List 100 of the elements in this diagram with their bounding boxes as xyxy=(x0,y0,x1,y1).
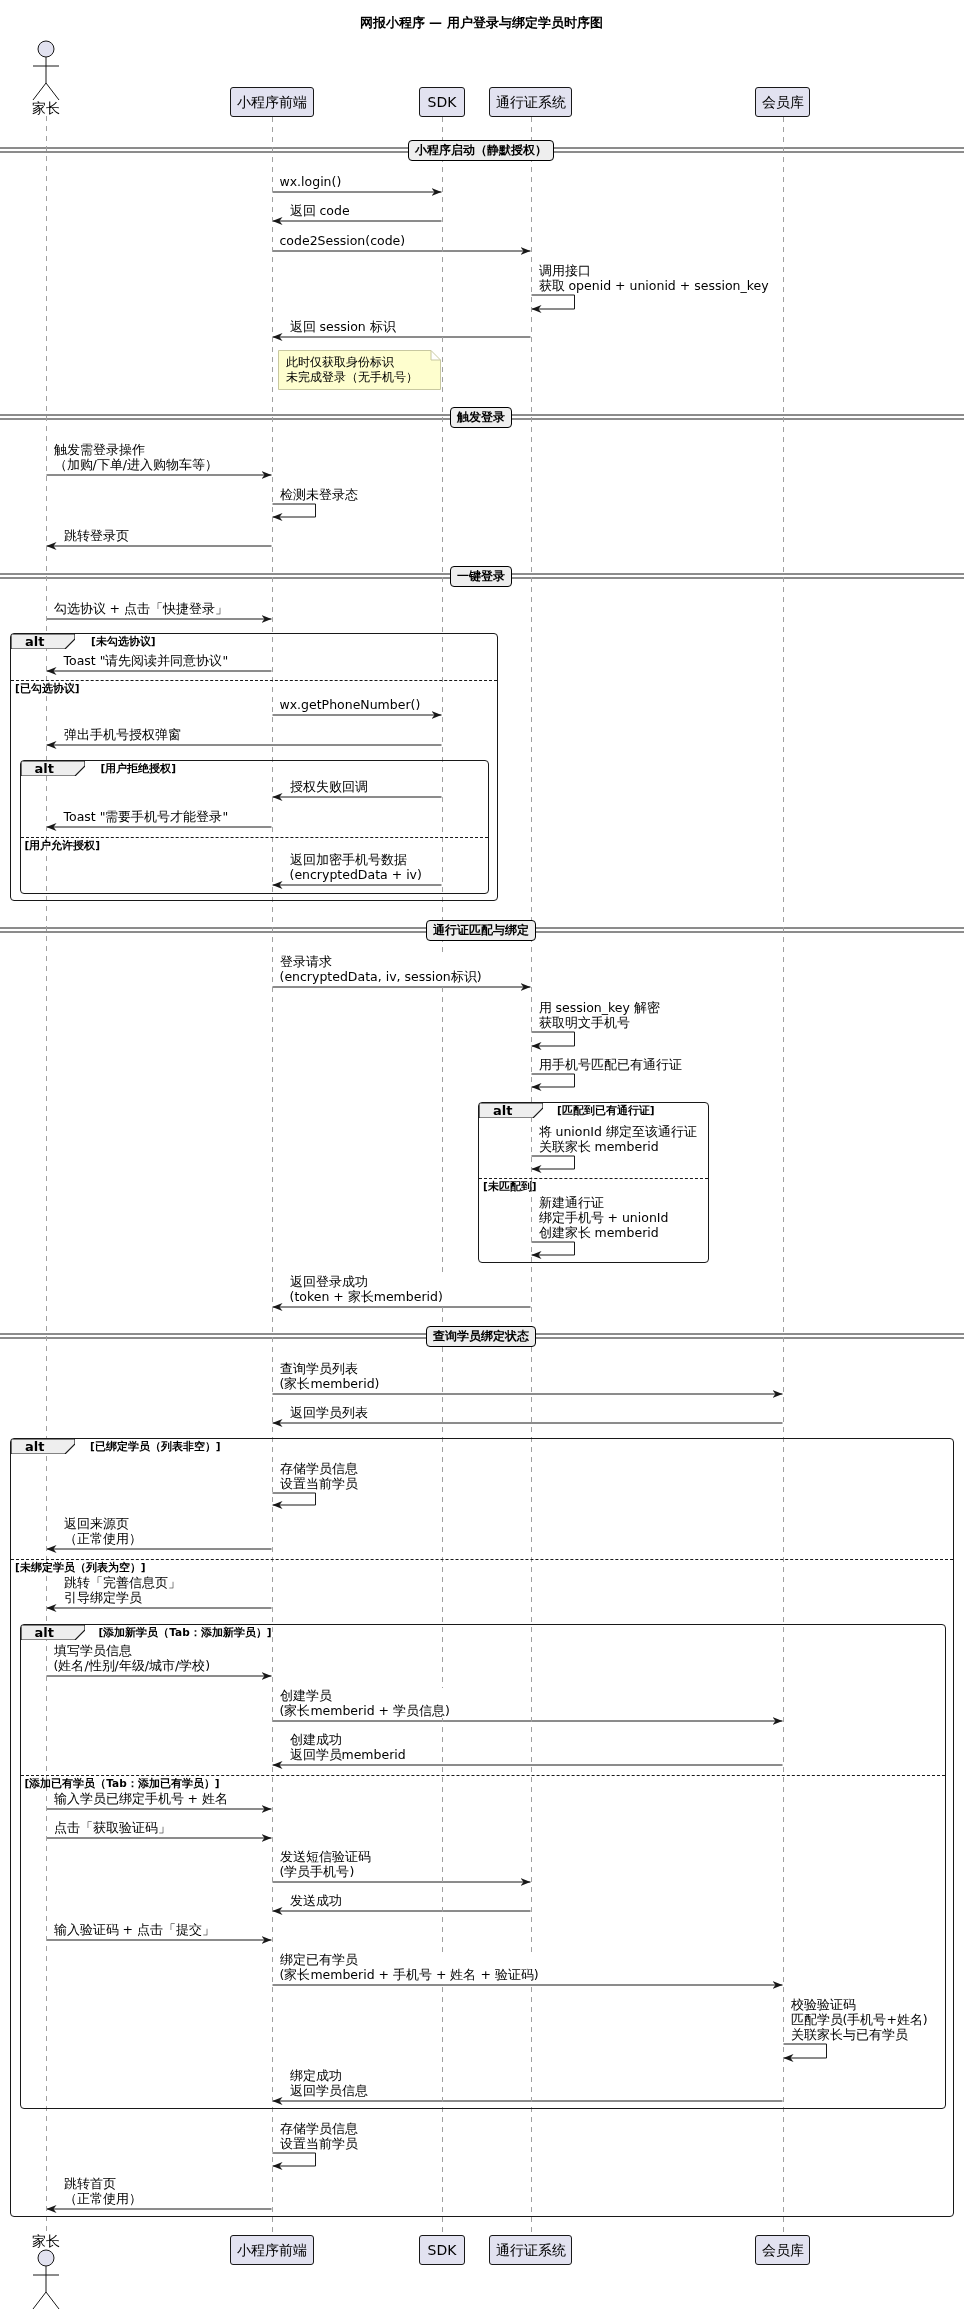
message-label: 新建通行证绑定手机号 + unionId创建家长 memberid xyxy=(538,1195,669,1240)
lifeline xyxy=(441,117,443,2235)
message-arrow xyxy=(272,1390,783,1398)
message-label: 存储学员信息设置当前学员 xyxy=(279,1461,358,1491)
message-label: 创建成功返回学员memberid xyxy=(289,1732,406,1762)
self-message-arrow xyxy=(531,1241,575,1259)
actor-name: 家长 xyxy=(32,100,60,116)
self-message-arrow xyxy=(531,1155,575,1173)
message-arrow xyxy=(46,542,272,550)
message-label: Toast "需要手机号才能登录" xyxy=(63,809,229,824)
message-label: 跳转登录页 xyxy=(63,528,129,543)
message-label: wx.login() xyxy=(279,174,342,189)
message-arrow xyxy=(46,615,272,623)
message-label: Toast "请先阅读并同意协议" xyxy=(63,653,229,668)
message-label: 登录请求 (encryptedData, iv, session标识) xyxy=(279,954,482,984)
message-label: 调用接口获取 openid + unionid + session_key xyxy=(538,263,769,293)
message-arrow xyxy=(272,333,531,341)
participant-box: 通行证系统 xyxy=(489,87,572,117)
message-label: 返回学员列表 xyxy=(289,1405,368,1420)
message-arrow xyxy=(46,1936,272,1944)
guard-condition: [添加新学员（Tab：添加新学员）] xyxy=(98,1625,272,1639)
message-label: 返回 code xyxy=(289,203,350,218)
message-label: 输入学员已绑定手机号 + 姓名 xyxy=(53,1791,228,1806)
message-arrow xyxy=(272,2097,783,2105)
message-arrow xyxy=(272,793,442,801)
guard-condition: [匹配到已有通行证] xyxy=(557,1104,655,1117)
message-label: wx.getPhoneNumber() xyxy=(279,697,421,712)
guard-condition: [已绑定学员（列表非空）] xyxy=(90,1440,221,1453)
fragment-tab: alt xyxy=(20,760,85,776)
message-arrow xyxy=(272,1419,783,1427)
message-label: 校验验证码匹配学员(手机号+姓名)关联家长与已有学员 xyxy=(790,1997,928,2042)
guard-condition: [用户允许授权] xyxy=(24,838,101,852)
message-arrow xyxy=(46,2205,272,2213)
lifeline xyxy=(271,117,273,2235)
message-arrow xyxy=(272,1907,531,1915)
self-message-arrow xyxy=(272,1492,316,1509)
lifeline xyxy=(782,117,784,2235)
message-label: 填写学员信息 (姓名/性别/年级/城市/学校) xyxy=(53,1643,211,1673)
guard-condition: [未绑定学员（列表为空）] xyxy=(15,1561,146,1574)
participant-box: 会员库 xyxy=(755,2235,810,2265)
lifeline xyxy=(530,117,532,2235)
guard-condition: [未匹配到] xyxy=(483,1180,537,1193)
guard-condition: [用户拒绝授权] xyxy=(100,761,177,775)
message-label: 发送短信验证码 (学员手机号) xyxy=(279,1849,371,1879)
message-arrow xyxy=(272,881,442,889)
message-arrow xyxy=(272,711,442,719)
message-arrow xyxy=(272,217,442,225)
message-label: 返回加密手机号数据 (encryptedData + iv) xyxy=(289,852,422,882)
message-arrow xyxy=(272,247,531,255)
participant-box: 小程序前端 xyxy=(230,2235,314,2265)
self-message-arrow xyxy=(272,2152,316,2170)
message-label: 用 session_key 解密获取明文手机号 xyxy=(538,1000,660,1030)
self-message-arrow xyxy=(531,1031,575,1050)
message-label: code2Session(code) xyxy=(279,233,406,248)
guard-condition: [已勾选协议] xyxy=(15,682,80,695)
message-label: 绑定已有学员 (家长memberid + 手机号 + 姓名 + 验证码) xyxy=(279,1952,539,1982)
participant-box: 小程序前端 xyxy=(230,87,314,117)
participant-box: 会员库 xyxy=(755,87,810,117)
message-arrow xyxy=(46,471,272,479)
self-message-arrow xyxy=(531,294,575,313)
fragment-tab: alt xyxy=(11,634,75,649)
message-arrow xyxy=(46,1834,272,1842)
message-arrow xyxy=(272,1878,531,1886)
self-message-arrow xyxy=(531,1073,575,1091)
guard-condition: [添加已有学员（Tab：添加已有学员）] xyxy=(24,1776,220,1790)
participant-box: SDK xyxy=(419,87,465,117)
message-arrow xyxy=(46,741,442,749)
message-arrow xyxy=(272,188,442,196)
message-arrow xyxy=(46,823,272,831)
message-arrow xyxy=(272,1717,783,1725)
message-label: 创建学员 (家长memberid + 学员信息) xyxy=(279,1688,450,1718)
message-arrow xyxy=(272,1761,783,1769)
message-arrow xyxy=(272,983,531,991)
note: 此时仅获取身份标识未完成登录（无手机号） xyxy=(278,350,441,390)
message-arrow xyxy=(272,1981,783,1989)
actor-name: 家长 xyxy=(32,2233,60,2249)
guard-condition: [未勾选协议] xyxy=(91,635,156,648)
fragment-tab: alt xyxy=(479,1103,543,1118)
participant-box: 通行证系统 xyxy=(489,2235,572,2265)
message-arrow xyxy=(46,1604,272,1612)
message-arrow xyxy=(46,1672,272,1680)
fragment-tab: alt xyxy=(20,1624,85,1640)
message-label: 返回 session 标识 xyxy=(289,319,396,334)
message-label: 存储学员信息设置当前学员 xyxy=(279,2121,358,2151)
message-label: 用手机号匹配已有通行证 xyxy=(538,1057,682,1072)
message-label: 将 unionId 绑定至该通行证关联家长 memberid xyxy=(538,1124,697,1154)
message-label: 授权失败回调 xyxy=(289,779,368,794)
lifeline xyxy=(45,116,47,2233)
message-label: 弹出手机号授权弹窗 xyxy=(63,727,181,742)
message-arrow xyxy=(46,1545,272,1553)
self-message-arrow xyxy=(783,2043,827,2062)
message-arrow xyxy=(46,667,272,675)
fragment-tab: alt xyxy=(11,1439,75,1454)
message-label: 发送成功 xyxy=(289,1893,342,1908)
message-label: 返回登录成功 (token + 家长memberid) xyxy=(289,1274,443,1304)
participant-box: SDK xyxy=(419,2235,465,2265)
message-arrow xyxy=(46,1805,272,1813)
message-label: 查询学员列表 (家长memberid) xyxy=(279,1361,380,1391)
diagram-title: 网报小程序 — 用户登录与绑定学员时序图 xyxy=(359,15,603,31)
message-arrow xyxy=(272,1303,531,1311)
